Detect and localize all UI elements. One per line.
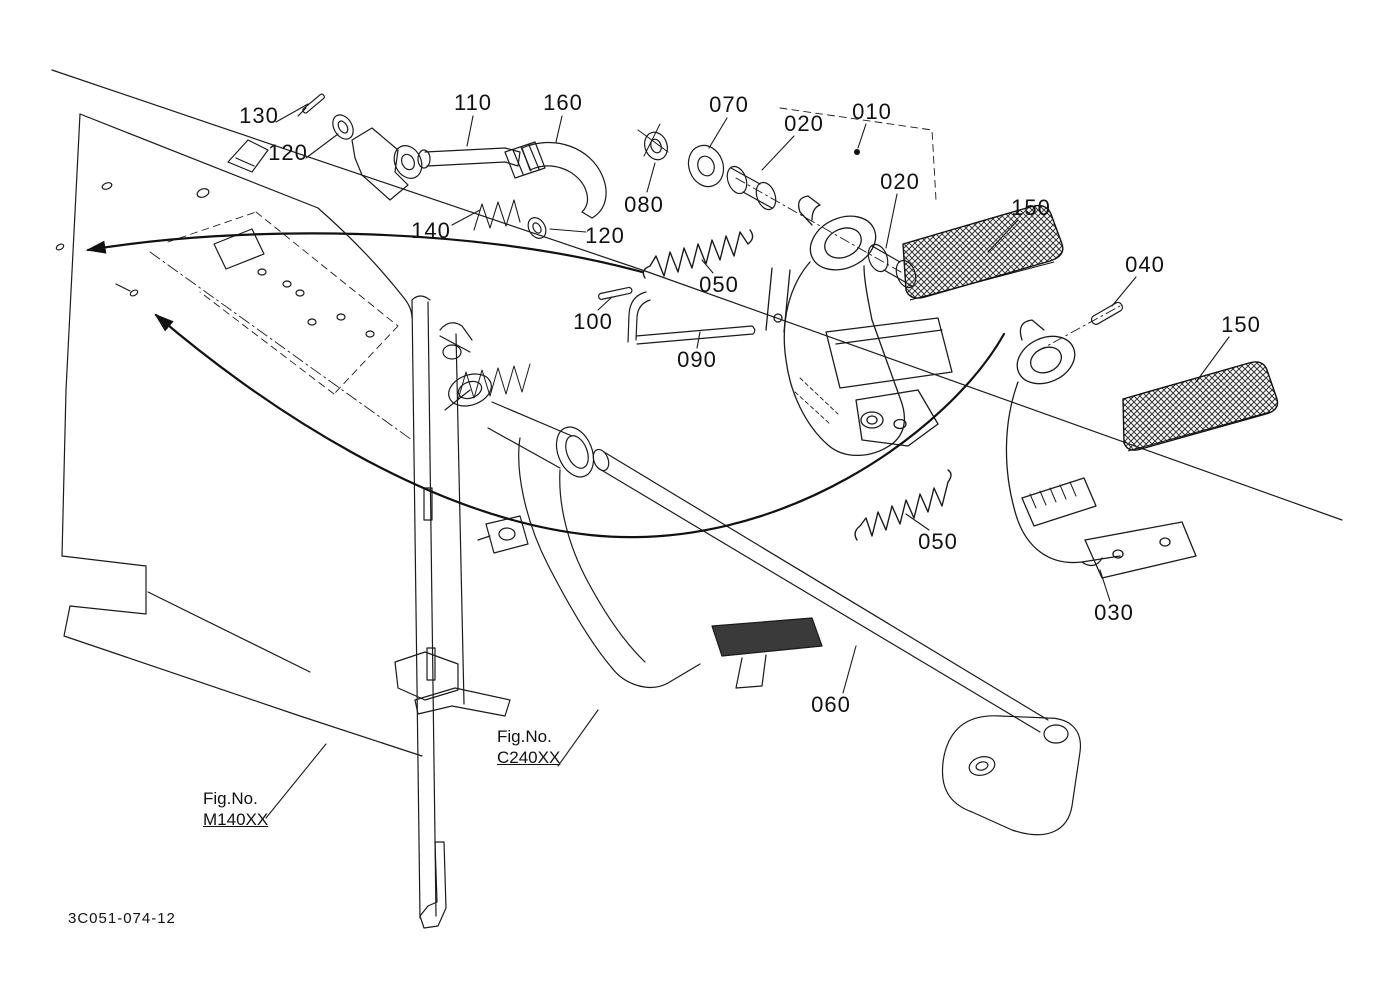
pedal-assembly-a — [765, 195, 953, 457]
chassis-frame — [51, 69, 1343, 757]
pedal-pads — [902, 204, 1279, 452]
drawing-number: 3C051-074-12 — [68, 910, 176, 927]
return-springs — [642, 229, 952, 541]
small-parts — [297, 93, 1124, 353]
leader-lines — [265, 103, 1230, 819]
support-pillar — [394, 295, 529, 929]
motion-arrows — [85, 232, 1006, 539]
pedal-shaft-assembly — [439, 335, 1081, 836]
pedal-assembly-b — [1005, 319, 1197, 579]
